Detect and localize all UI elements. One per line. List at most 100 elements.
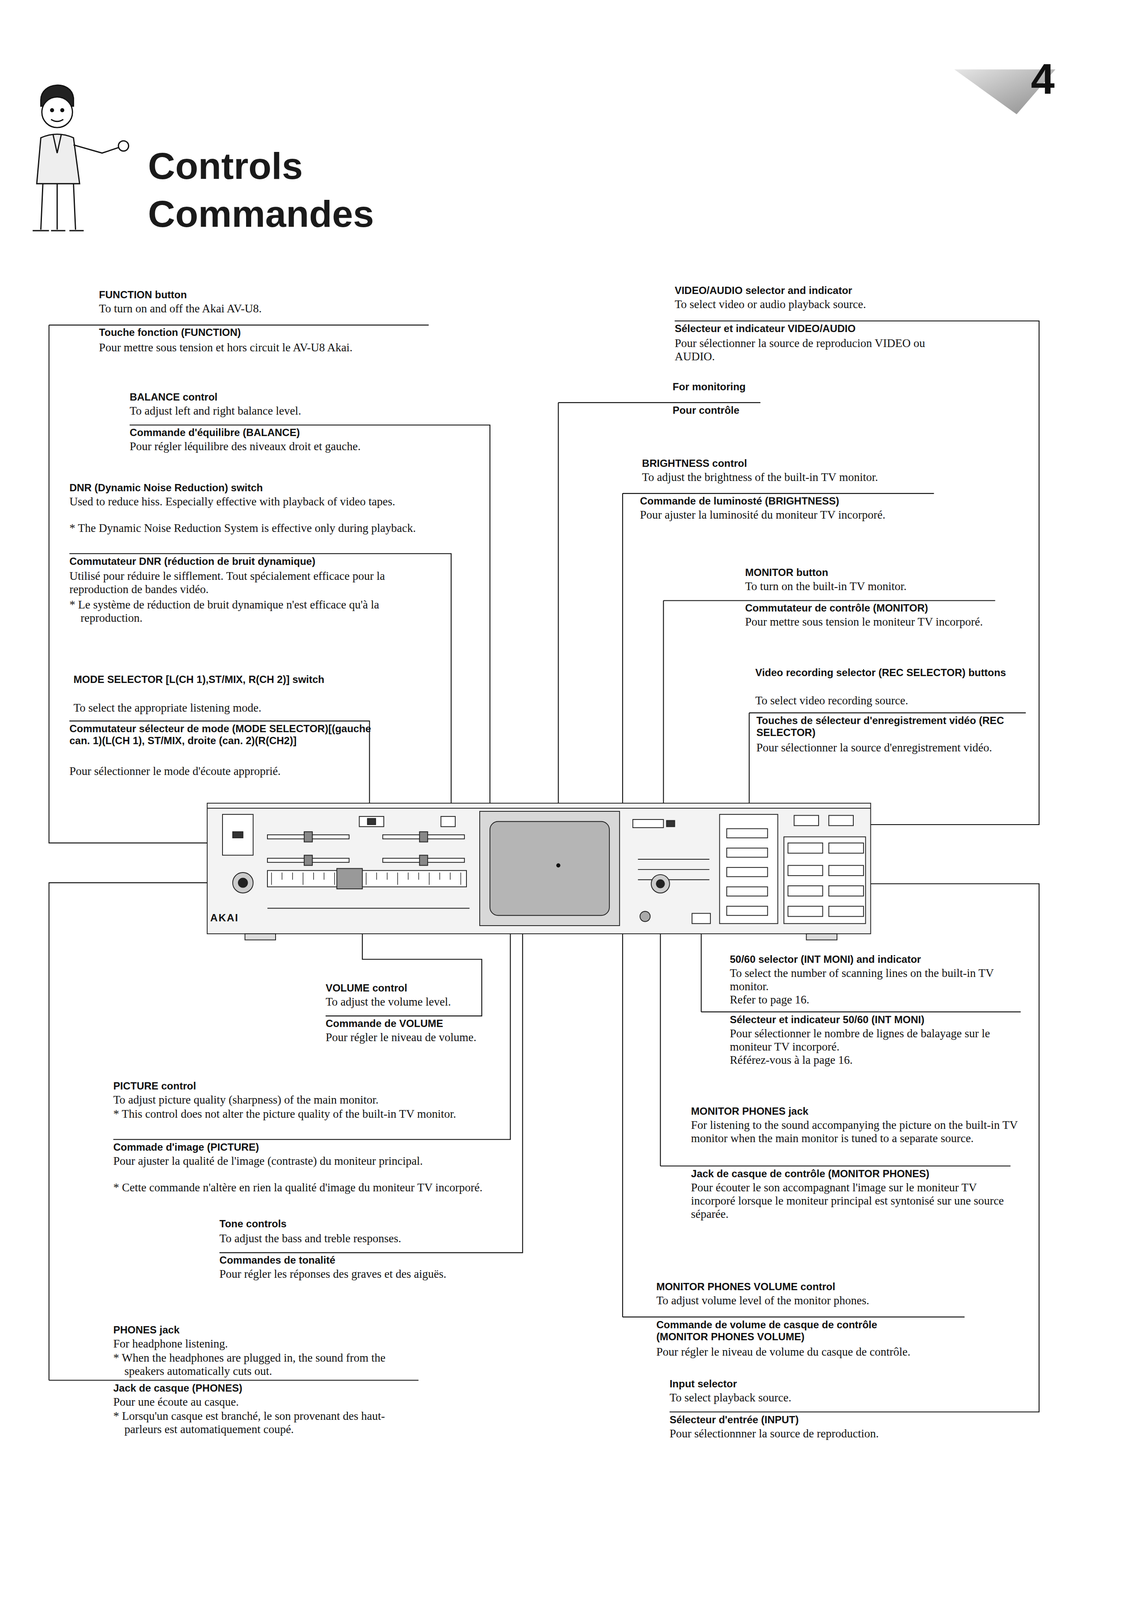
drawing-part: [267, 908, 470, 909]
callout-heading: BALANCE control: [129, 391, 218, 404]
tone-sliders: [267, 831, 465, 866]
callout-text: For listening to the sound accompanying …: [691, 1118, 1023, 1146]
drawing-part: [726, 828, 768, 838]
callout-text: Pour sélectionner la source de reproduci…: [674, 336, 946, 364]
callout-heading: DNR (Dynamic Noise Reduction) switch: [69, 481, 263, 494]
callout-text: To select video or audio playback source…: [674, 297, 867, 312]
callout-heading: BRIGHTNESS control: [641, 457, 747, 470]
callout-heading: FUNCTION button: [98, 288, 187, 301]
callout-text: Used to reduce hiss. Especially effectiv…: [69, 495, 439, 509]
drawing-part: [787, 885, 823, 897]
drawing-part: [418, 872, 419, 880]
callout-text: To adjust picture quality (sharpness) of…: [113, 1093, 379, 1107]
monitor-button: [632, 819, 664, 828]
drawing-part: [726, 848, 768, 858]
callout-text: To adjust volume level of the monitor ph…: [656, 1294, 870, 1308]
callout-note: * This control does not alter the pictur…: [113, 1107, 505, 1121]
drawing-part: [41, 97, 73, 128]
callout-heading: PICTURE control: [113, 1080, 196, 1093]
callout-text: To turn on and off the Akai AV-U8.: [98, 302, 262, 316]
drawing-part: [674, 320, 1040, 825]
callout-note: * Lorsqu'un casque est branché, le son p…: [113, 1409, 420, 1437]
drawing-part: [53, 134, 62, 154]
page-title: Controls Commandes: [148, 142, 388, 238]
callout-heading: MONITOR PHONES jack: [691, 1105, 809, 1118]
drawing-part: [60, 108, 64, 112]
drawing-part: [449, 872, 451, 880]
brand-logo: AKAI: [210, 912, 239, 924]
drawing-part: [32, 230, 84, 232]
phones-jack: [232, 872, 254, 894]
drawing-part: [48, 1379, 419, 1381]
callout-text: Pour sélectionner le mode d'écoute appro…: [69, 764, 281, 778]
callout-note: * When the headphones are plugged in, th…: [113, 1351, 420, 1378]
callout-text: Pour écouter le son accompagnant l'image…: [691, 1181, 1023, 1221]
mode-selector-switch: [359, 816, 384, 827]
function-button: [222, 814, 254, 855]
drawing-part: [659, 893, 661, 1167]
drawing-part: [365, 872, 367, 885]
drawing-part: [666, 820, 675, 827]
callout-heading: Commutateur DNR (réduction de bruit dyna…: [69, 555, 316, 568]
callout-heading: MONITOR PHONES VOLUME control: [656, 1280, 836, 1293]
drawing-part: [663, 599, 995, 601]
drawing-part: [726, 886, 768, 896]
drawing-part: [271, 872, 272, 885]
callout-text: Pour ajuster la qualité de l'image (cont…: [113, 1154, 505, 1168]
callout-text: To select the number of scanning lines o…: [729, 966, 1024, 994]
drawing-part: [207, 803, 871, 934]
drawing-part: [238, 878, 248, 888]
drawing-part: [828, 906, 864, 917]
callout-heading: Sélecteur et indicateur 50/60 (INT MONI): [729, 1013, 925, 1026]
callout-heading: Commande de volume de casque de contrôle…: [656, 1318, 927, 1343]
drawing-part: [787, 843, 823, 854]
callout-heading: Commutateur de contrôle (MONITOR): [745, 602, 929, 615]
dnr-switch: [440, 816, 455, 827]
drawing-part: [232, 831, 244, 838]
drawing-part: [558, 402, 761, 404]
callout-text: Pour sélectionnner la source de reproduc…: [669, 1427, 879, 1441]
callout-heading: Input selector: [669, 1377, 737, 1390]
drawing-part: [281, 872, 283, 880]
drawing-part: [638, 869, 710, 870]
drawing-part: [726, 906, 768, 916]
drawing-part: [118, 140, 129, 152]
callout-text: Refer to page 16.: [729, 993, 810, 1007]
drawing-part: [50, 108, 54, 112]
drawing-part: [726, 867, 768, 877]
page-number: 4: [1030, 55, 1055, 103]
callout-text: To adjust the volume level.: [325, 995, 452, 1009]
drawing-part: [292, 872, 293, 880]
callout-text: Pour régler les réponses des graves et d…: [219, 1267, 447, 1281]
callout-heading: MODE SELECTOR [L(CH 1),ST/MIX, R(CH 2)] …: [73, 673, 380, 686]
drawing-part: [622, 492, 934, 494]
drawing-part: [787, 865, 823, 876]
callout-text: Référez-vous à la page 16.: [729, 1053, 853, 1067]
cartoon-presenter: [32, 85, 129, 231]
callout-heading: Sélecteur et indicateur VIDEO/AUDIO: [674, 322, 856, 335]
drawing-part: [304, 831, 313, 843]
callout-text: To select the appropriate listening mode…: [73, 701, 262, 715]
drawing-part: [367, 818, 376, 825]
drawing-part: [419, 831, 428, 843]
callout-heading: Commutateur sélecteur de mode (MODE SELE…: [69, 722, 376, 747]
callout-heading: Jack de casque de contrôle (MONITOR PHON…: [691, 1167, 930, 1180]
callout-text: Pour mettre sous tension et hors circuit…: [98, 341, 353, 355]
callout-note: * Cette commande n'altère en rien la qua…: [113, 1181, 505, 1195]
callout-heading: VIDEO/AUDIO selector and indicator: [674, 284, 853, 297]
drawing-part: [386, 872, 388, 880]
int-moni-selector: [691, 913, 711, 924]
leader-dots: [556, 863, 561, 868]
drawing-part: [828, 865, 864, 876]
amplifier-front-panel: [207, 803, 871, 941]
monitor-phones-volume: [640, 911, 651, 922]
callout-heading: Sélecteur d'entrée (INPUT): [669, 1413, 799, 1426]
drawing-part: [40, 183, 76, 230]
drawing-part: [69, 553, 452, 817]
drawing-part: [700, 923, 702, 1012]
callout-heading: Commande de VOLUME: [325, 1017, 444, 1030]
callout-heading: For monitoring: [672, 380, 746, 393]
drawing-part: [439, 872, 440, 880]
callout-text: Utilisé pour réduire le sifflement. Tout…: [69, 569, 439, 597]
